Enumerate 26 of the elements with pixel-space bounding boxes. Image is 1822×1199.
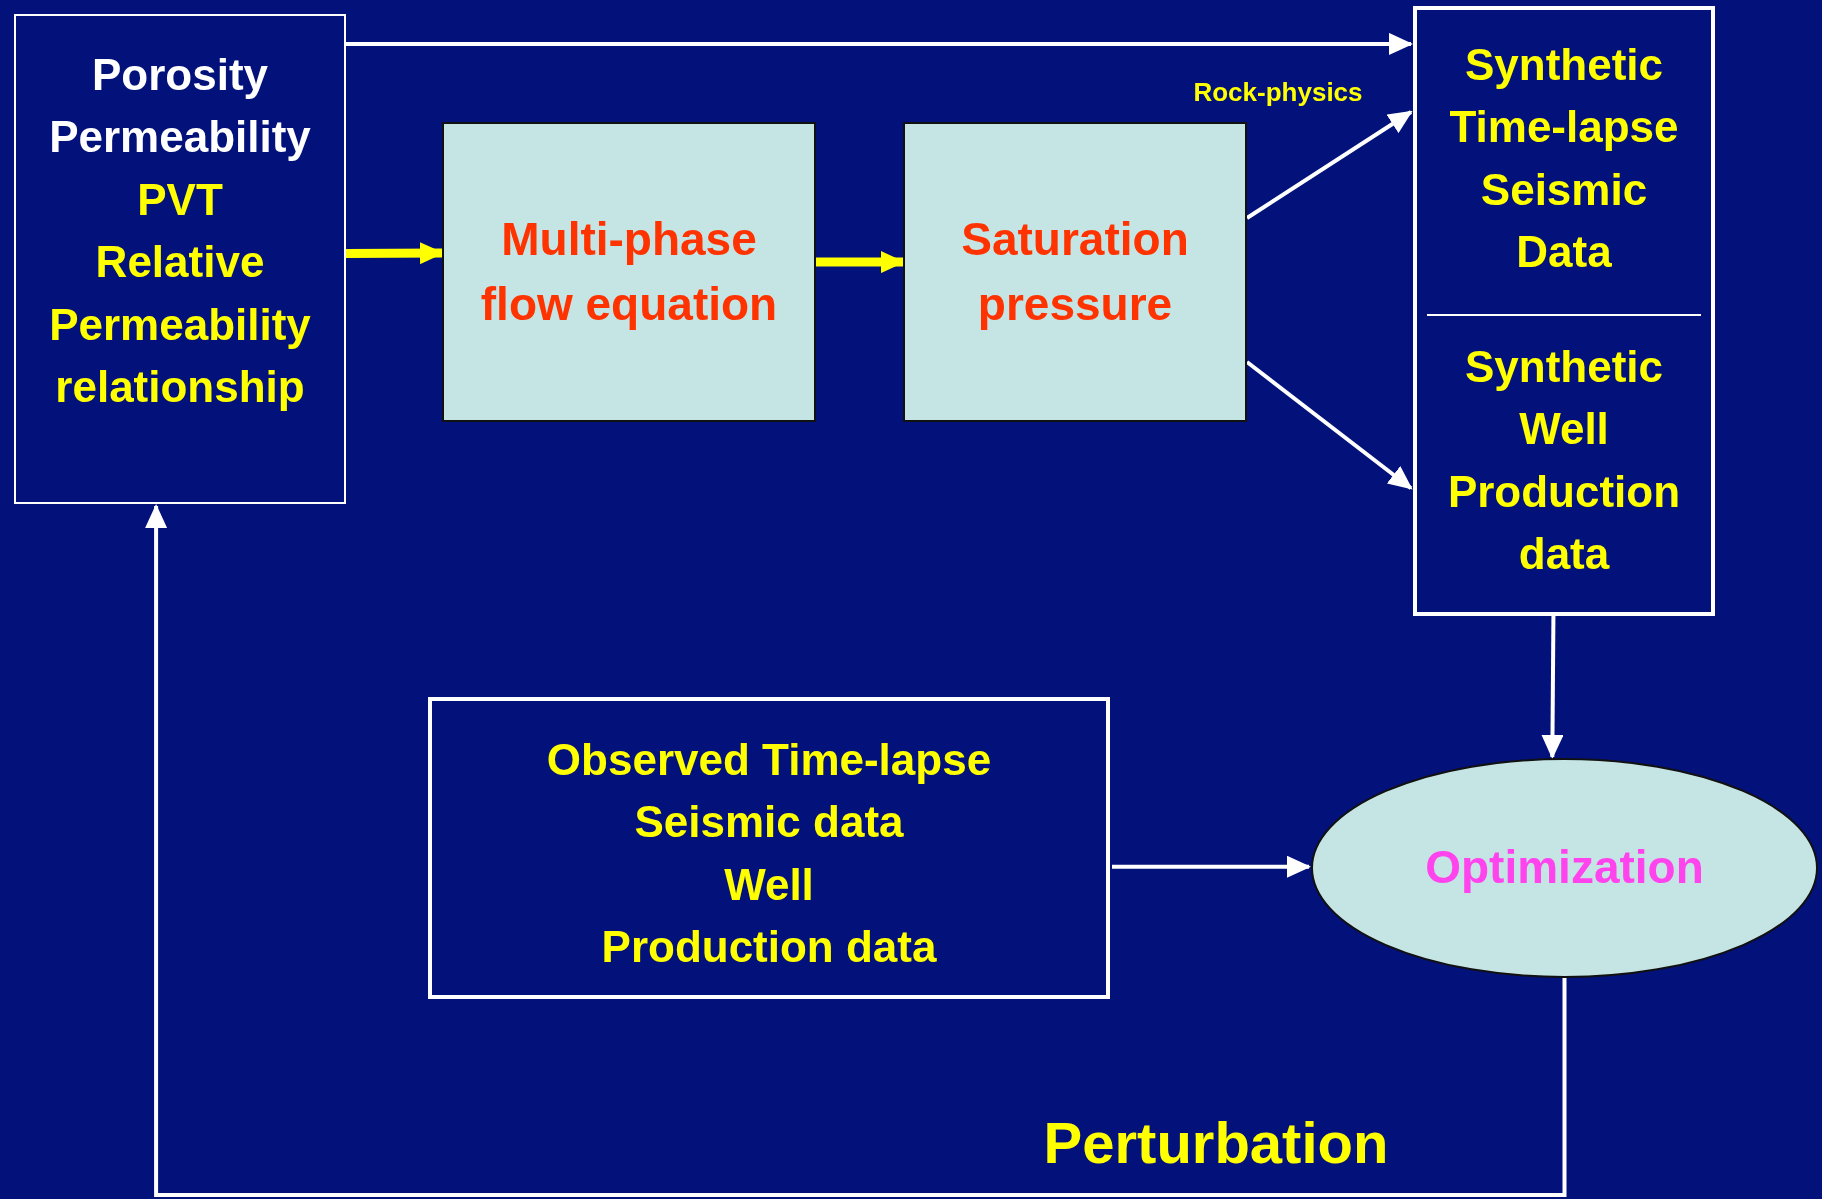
node-text: Optimization [1425, 840, 1704, 896]
process-box [903, 122, 1247, 422]
arrow [816, 251, 905, 274]
node-text: PVT [137, 173, 223, 226]
node-text: Well [724, 858, 814, 911]
arrow [145, 504, 1567, 1197]
node-text: Multi-phase flow equation [479, 211, 779, 332]
output-box [1413, 6, 1715, 314]
node-text: Synthetic Time-lapse Seismic Data [1448, 39, 1680, 279]
edge-label: Rock-physics [1193, 76, 1363, 108]
node-text: Relative Permeability relationship [48, 236, 312, 414]
parameter-box [14, 14, 346, 504]
node-text: Production data [601, 921, 937, 974]
node-text: Synthetic Well Production data [1446, 341, 1682, 581]
arrow [1112, 855, 1311, 878]
node-text: Permeability [49, 111, 311, 164]
process-box [442, 122, 816, 422]
node-text: Saturation pressure [960, 211, 1190, 332]
arrow [1541, 616, 1564, 759]
edge-label: Perturbation [1043, 1108, 1389, 1176]
data-box [428, 697, 1110, 999]
arrow [346, 32, 1413, 55]
node-text: Observed Time-lapse Seismic data [545, 734, 993, 849]
output-box [1413, 314, 1715, 616]
arrow [345, 242, 444, 265]
node-text: Porosity [91, 49, 268, 101]
